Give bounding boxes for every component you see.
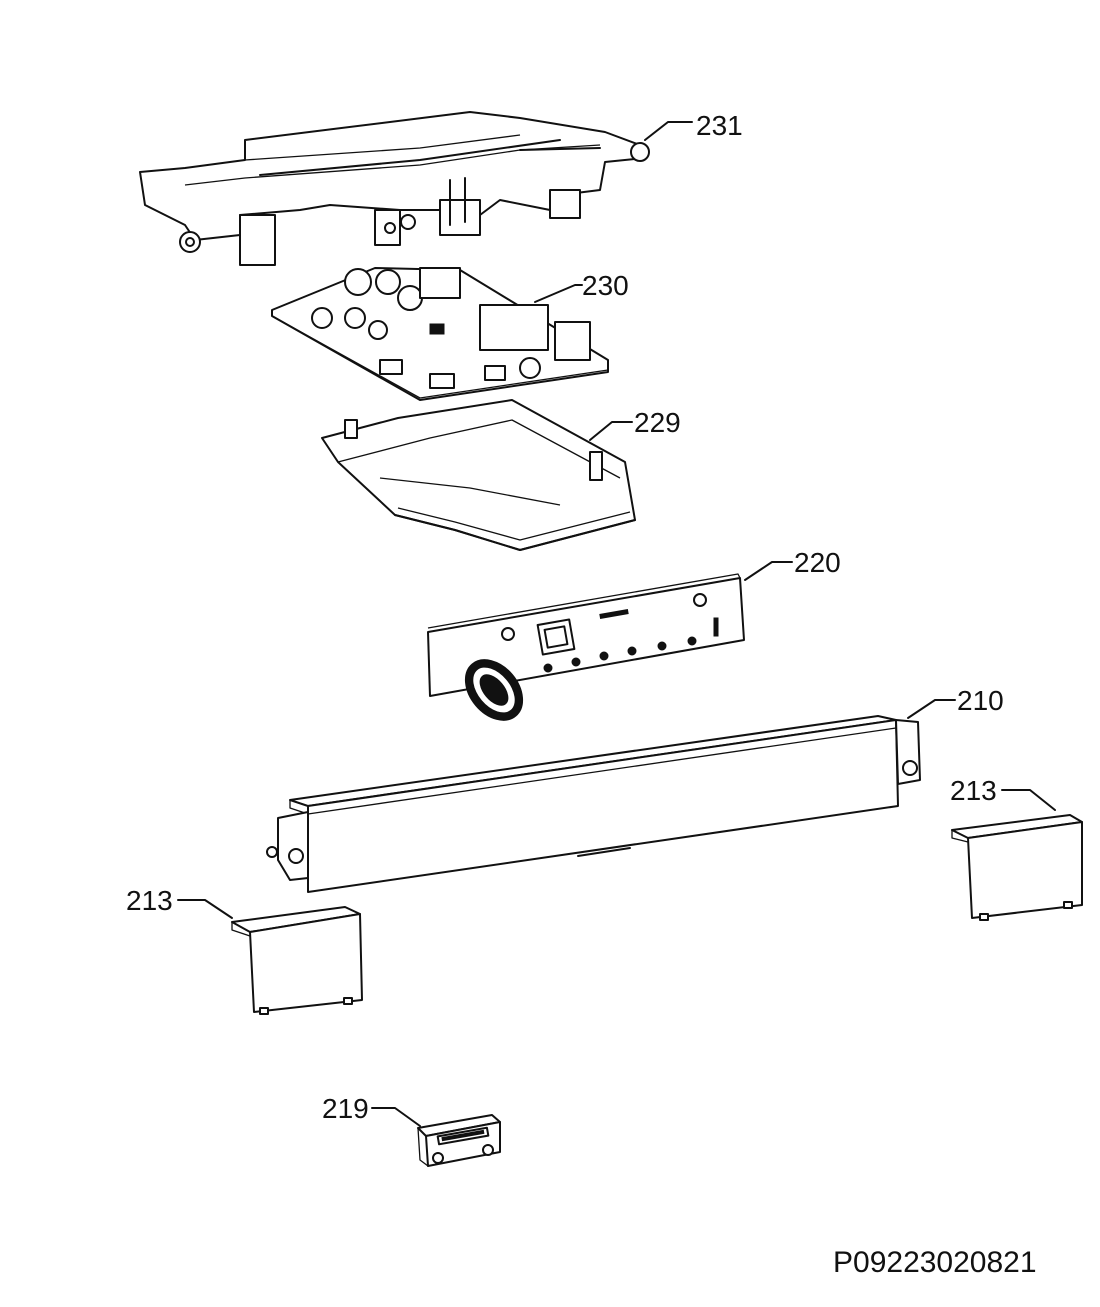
part-label-219: 219	[322, 1093, 369, 1124]
part-230-main-pcb	[271, 267, 609, 401]
part-label-230: 230	[582, 270, 629, 301]
part-220-callout: 220	[744, 547, 841, 581]
part-213-left-callout: 213	[126, 885, 233, 919]
part-label-231: 231	[696, 110, 743, 141]
part-210-callout: 210	[907, 685, 1004, 719]
part-label-229: 229	[634, 407, 681, 438]
part-label-213-right: 213	[950, 775, 997, 806]
part-label-210: 210	[957, 685, 1004, 716]
part-231-housing-top	[139, 111, 650, 266]
part-229-callout: 229	[589, 407, 681, 441]
part-label-213-left: 213	[126, 885, 173, 916]
part-213-end-cap-left	[231, 906, 363, 1015]
control-knob	[464, 659, 524, 721]
document-code: P09223020821	[833, 1246, 1037, 1279]
part-219-callout: 219	[322, 1093, 421, 1127]
part-213-end-cap-right	[951, 814, 1083, 921]
part-210-control-panel	[266, 715, 921, 893]
part-label-220: 220	[794, 547, 841, 578]
part-219-clip	[417, 1114, 501, 1167]
part-230-callout: 230	[534, 270, 629, 303]
part-231-callout: 231	[644, 110, 743, 141]
part-213-right-callout: 213	[950, 775, 1056, 811]
part-229-pcb-tray	[321, 399, 636, 551]
part-220-control-pcb	[427, 573, 745, 721]
